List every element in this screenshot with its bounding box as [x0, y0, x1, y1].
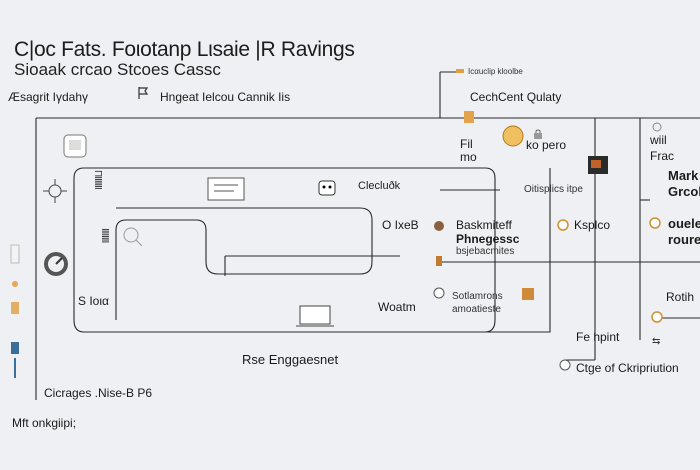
lock-icon: [532, 128, 544, 140]
node-circle-icon: [650, 310, 664, 324]
flag-icon: [136, 86, 150, 100]
ohxe-label: O IxeB: [382, 218, 419, 232]
magnifier-icon: [122, 226, 144, 248]
bottle-icon: [432, 254, 446, 268]
ko-pero-label: ko pero: [526, 138, 567, 152]
monitor-icon: [586, 154, 610, 178]
legend-left-label: Æsagrit Ιγdahγ: [8, 90, 89, 104]
vertical-column-1: ΓΙΙΙΙΙΙΙΙ: [92, 170, 103, 189]
woatm-label: Woatm: [378, 300, 416, 314]
pot-icon: [432, 218, 446, 232]
diagram-subtitle: Sioaak crcao Stcoes Cassc: [14, 60, 221, 79]
node-circle-icon: [648, 216, 662, 230]
arrow-label: ⇆: [652, 336, 661, 347]
oueles-label: oueles roure: [668, 216, 700, 247]
document-icon: [462, 110, 476, 124]
legend-mid-label: Hngeat Ielcou Cannik Ιis: [160, 90, 291, 104]
wiil-frac-label: wiil Frac: [650, 133, 674, 163]
ruler-icon: [8, 244, 22, 264]
cicrages-label: Cicrages .Nise-B P6: [44, 386, 153, 400]
fe-hpint-label: Fe hpint: [576, 330, 620, 344]
diagram-title: C|oc Fats. Foιotanp Lιsaie |R Ravings: [14, 38, 355, 61]
battery-icon: [8, 278, 22, 318]
mark-label: Mark Grcoln: [668, 168, 700, 199]
bsjebacmites-label: bsjebacmites: [456, 246, 515, 257]
sotlamrons-label: Sotlamrons amoatieste: [452, 291, 503, 315]
checkuk-label: Clecluðk: [358, 180, 401, 192]
network-icon: [40, 176, 70, 206]
gear-icon: [40, 248, 72, 280]
pin-icon: [650, 120, 664, 134]
clipboard-icon: [58, 132, 92, 160]
splco-label: Ksplco: [574, 218, 611, 232]
node-circle-icon: [556, 218, 570, 232]
node-circle-icon: [432, 286, 446, 300]
laptop-icon: [286, 300, 336, 330]
node-circle-icon: [558, 358, 572, 372]
oitisplics-label: Oitisplics itpe: [524, 184, 583, 195]
robot-icon: [312, 172, 342, 202]
lightbulb-icon: [500, 124, 526, 150]
mft-label: Mft onkgiipi;: [12, 416, 77, 430]
ctge-label: Ctge of Ckripriution: [576, 361, 679, 375]
top-small-label: Ιcαuclip kloolbe: [468, 67, 523, 76]
tag-icon: [455, 66, 465, 76]
content-quality-label: CechCent Qulaty: [470, 90, 562, 104]
vertical-column-2: ΙΙΙΙΙΙΙΙ: [99, 228, 110, 243]
engagement-label: Rse Enggaesnet: [242, 352, 339, 367]
fi-mo-label: Fil mo: [460, 137, 477, 164]
phone-icon: [8, 340, 22, 380]
baskmiteff-label: Baskmiteff: [456, 218, 512, 232]
box-icon: [520, 286, 536, 302]
phnegessc-label: Phnegessc: [456, 232, 520, 246]
document-card-icon: [204, 176, 248, 204]
vertical-column-3: S Ιοια: [78, 294, 109, 308]
rotih-label: Rotih: [666, 290, 695, 304]
